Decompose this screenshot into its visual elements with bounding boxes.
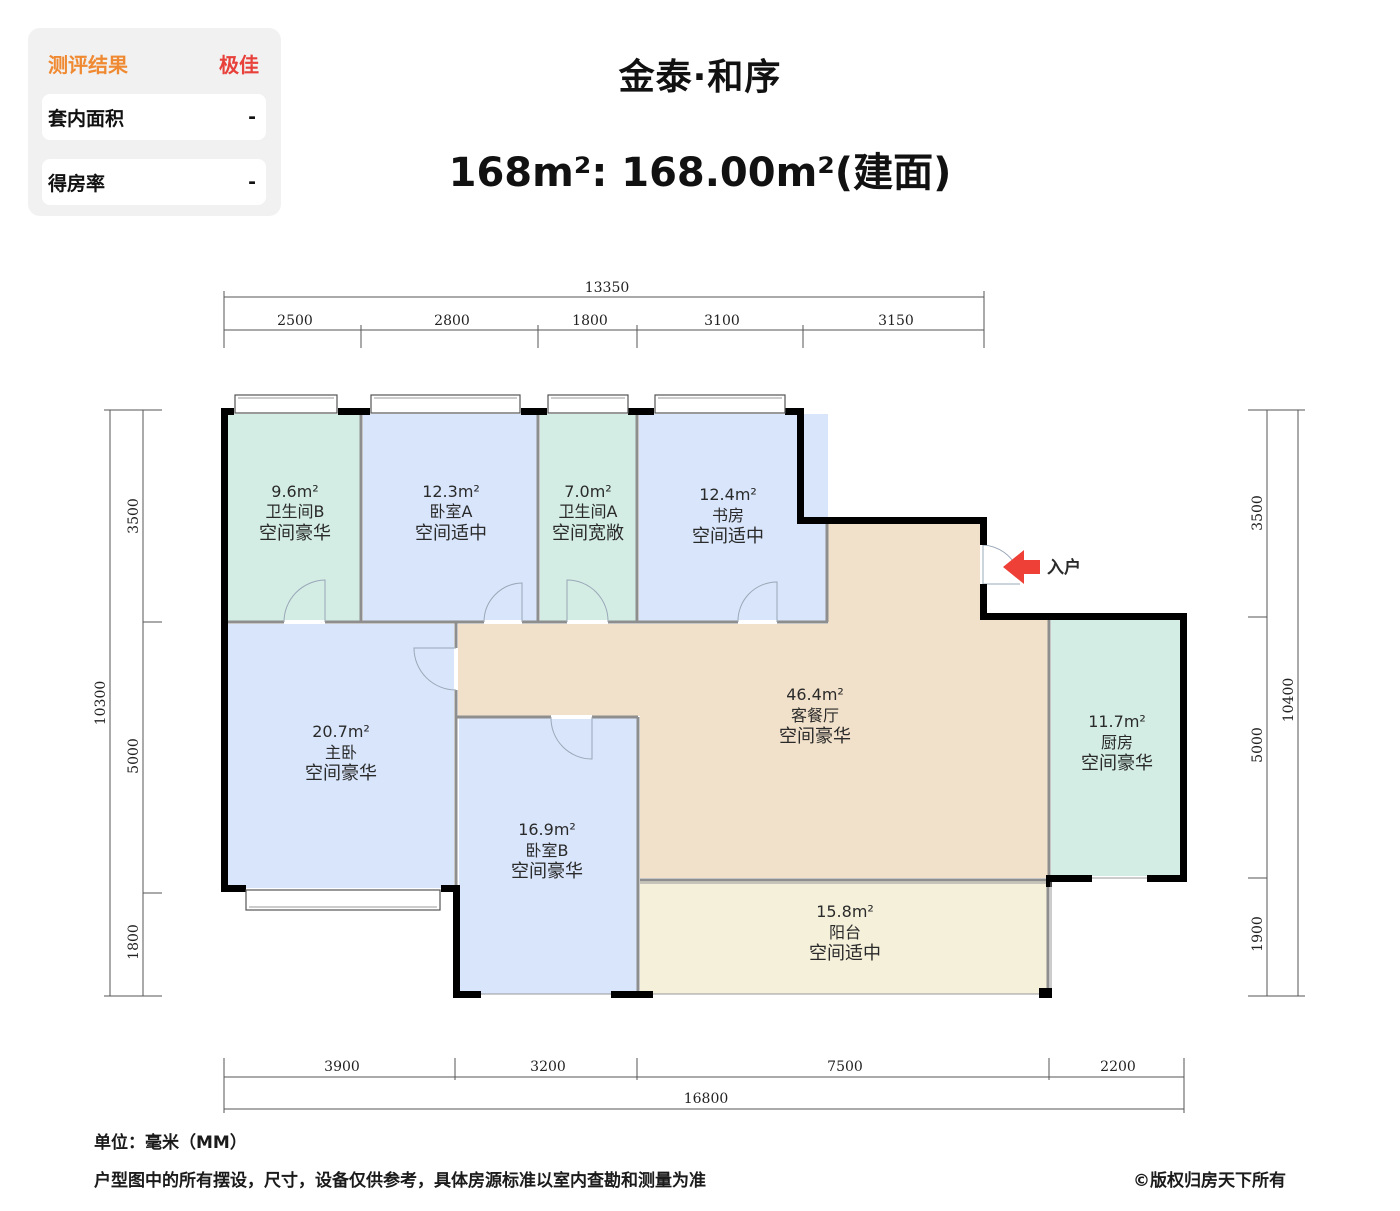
room-bedroom-a: 12.3m² 卧室A 空间适中 [415,482,487,544]
room-rating: 空间宽敞 [552,523,624,544]
right-dimensions [1248,409,1305,997]
right-dim-3: 1900 [1250,916,1266,952]
efficiency-rate-row: 得房率 - [42,159,266,205]
interior-area-row: 套内面积 - [42,94,266,140]
top-total-dim: 13350 [585,280,630,296]
bottom-dim-3: 7500 [827,1059,863,1075]
bottom-dim-4: 2200 [1100,1059,1136,1075]
room-name: 书房 [712,506,744,525]
room-living-dining: 46.4m² 客餐厅 空间豪华 [779,685,851,747]
disclaimer-note: 户型图中的所有摆设，尺寸，设备仅供参考，具体房源标准以室内查勘和测量为准 [94,1171,706,1191]
area-subtitle: 168m²: 168.00m²(建面) [448,150,952,196]
room-name: 卧室B [526,841,569,860]
room-study: 12.4m² 书房 空间适中 [692,485,764,547]
room-area: 12.3m² [422,482,480,501]
efficiency-rate-label: 得房率 [48,172,106,195]
room-area: 20.7m² [312,722,370,741]
bottom-dim-2: 3200 [530,1059,566,1075]
room-rating: 空间豪华 [779,726,851,747]
room-name: 客餐厅 [791,706,839,725]
room-name: 卧室A [430,502,473,521]
left-dim-1: 3500 [126,498,142,534]
right-dim-1: 3500 [1250,495,1266,531]
bottom-dim-1: 3900 [324,1059,360,1075]
door-swings [283,544,1020,760]
left-dimensions [104,409,162,997]
bottom-total-dim: 16800 [684,1091,729,1107]
room-bedroom-b: 16.9m² 卧室B 空间豪华 [511,820,583,882]
room-rating: 空间豪华 [511,861,583,882]
page-title: 金泰·和序 [618,57,782,98]
room-area: 7.0m² [564,482,611,501]
right-dim-2: 5000 [1250,727,1266,763]
room-area: 12.4m² [699,485,757,504]
room-name: 阳台 [829,923,861,942]
top-dim-1: 2500 [277,313,313,329]
room-master-bedroom: 20.7m² 主卧 空间豪华 [305,722,377,784]
left-dim-2: 5000 [126,738,142,774]
room-name: 厨房 [1101,733,1133,752]
top-dimensions [223,291,985,348]
top-dim-3: 1800 [572,313,608,329]
evaluation-result: 极佳 [219,52,259,77]
room-area: 9.6m² [271,482,318,501]
door-gaps [284,620,777,719]
bottom-dimensions [223,1058,1185,1113]
efficiency-rate-value: - [248,171,256,193]
windows [234,394,786,911]
room-area: 15.8m² [816,902,874,921]
room-area: 11.7m² [1088,712,1146,731]
room-rating: 空间豪华 [259,523,331,544]
room-rating: 空间豪华 [305,763,377,784]
room-area: 16.9m² [518,820,576,839]
top-dim-4: 3100 [704,313,740,329]
copyright-note: ©版权归房天下所有 [1133,1171,1286,1191]
room-rating: 空间豪华 [1081,753,1153,774]
left-total-dim: 10300 [93,681,109,726]
room-balcony: 15.8m² 阳台 空间适中 [809,902,881,964]
room-name: 主卧 [325,743,357,762]
room-kitchen: 11.7m² 厨房 空间豪华 [1081,712,1153,774]
room-name: 卫生间A [559,502,618,521]
room-rating: 空间适中 [415,523,487,544]
room-name: 卫生间B [266,502,325,521]
room-rating: 空间适中 [809,943,881,964]
unit-note: 单位：毫米（MM） [94,1133,247,1153]
top-dim-5: 3150 [878,313,914,329]
right-total-dim: 10400 [1281,678,1297,723]
evaluation-card: 测评结果 极佳 套内面积 - 得房率 - [28,28,281,216]
left-dim-3: 1800 [126,924,142,960]
window-inner-lines [238,397,1147,995]
room-bathroom-a: 7.0m² 卫生间A 空间宽敞 [552,482,624,544]
room-area: 46.4m² [786,685,844,704]
interior-area-label: 套内面积 [48,107,125,130]
top-dim-2: 2800 [434,313,470,329]
room-fills [228,414,1182,994]
left-arrow-icon [1003,550,1040,584]
evaluation-header: 测评结果 极佳 [48,48,259,78]
room-bathroom-b: 9.6m² 卫生间B 空间豪华 [259,482,331,544]
interior-area-value: - [248,106,256,128]
entrance-label: 入户 [1047,557,1081,578]
exterior-walls [221,408,1187,998]
room-rating: 空间适中 [692,526,764,547]
evaluation-label: 测评结果 [48,52,128,77]
